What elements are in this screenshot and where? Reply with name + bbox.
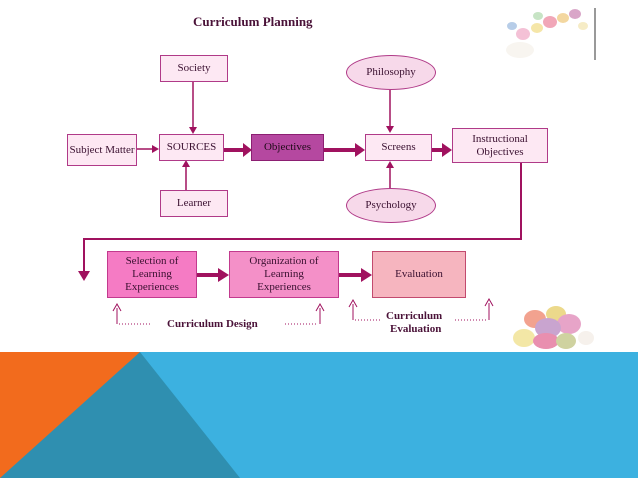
node-screens: Screens xyxy=(365,134,432,161)
label-curriculum-evaluation-line1: Curriculum xyxy=(386,310,443,322)
node-selection: Selection of Learning Experiences xyxy=(107,251,197,298)
node-instructional-objectives: Instructional Objectives xyxy=(452,128,548,163)
label-curriculum-design: Curriculum Design xyxy=(167,318,258,330)
node-sources: SOURCES xyxy=(159,134,224,161)
flow-arrows xyxy=(78,82,522,282)
candy-eggs-bottom xyxy=(513,306,594,349)
node-subject-matter: Subject Matter xyxy=(67,134,137,166)
candy-eggs-top xyxy=(506,9,588,58)
bracket-lines xyxy=(112,297,494,325)
node-philosophy: Philosophy xyxy=(346,55,436,90)
node-learner: Learner xyxy=(160,190,228,217)
label-curriculum-evaluation-line2: Evaluation xyxy=(390,323,442,335)
node-society: Society xyxy=(160,55,228,82)
node-psychology: Psychology xyxy=(346,188,436,223)
diagram-title: Curriculum Planning xyxy=(193,14,313,29)
node-organization: Organization of Learning Experiences xyxy=(229,251,339,298)
node-objectives: Objectives xyxy=(251,134,324,161)
node-evaluation: Evaluation xyxy=(372,251,466,298)
orange-triangle xyxy=(0,352,140,478)
